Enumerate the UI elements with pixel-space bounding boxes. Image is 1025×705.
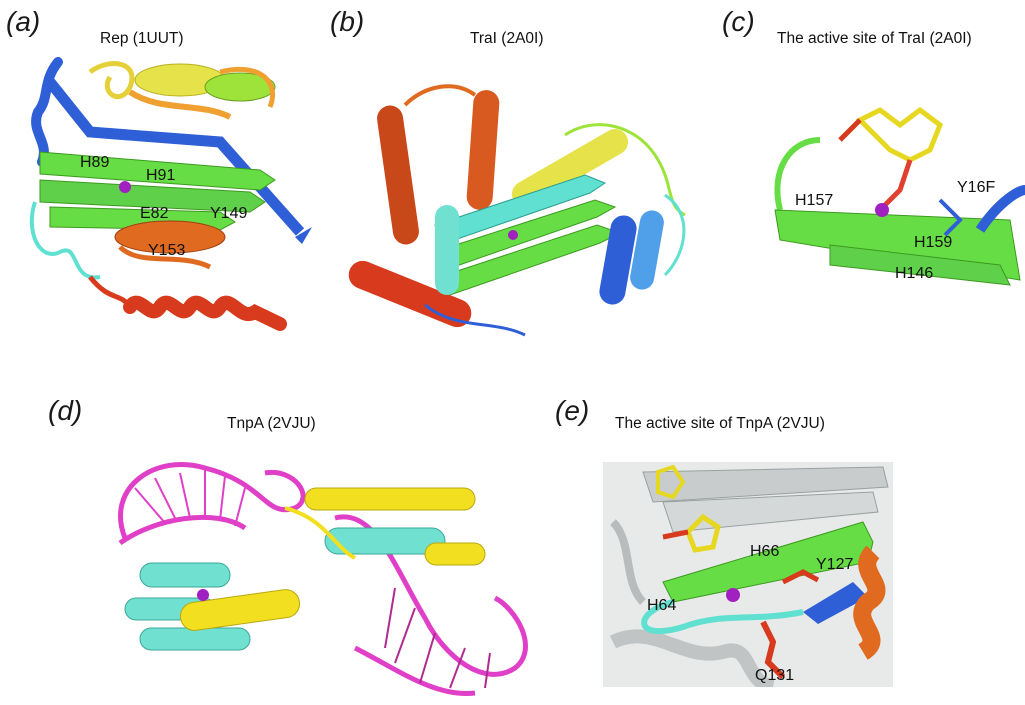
panel-b-title: TraI (2A0I) [470,30,544,47]
label-y16f: Y16F [957,179,995,196]
panel-c-structure: H157 Y16F H159 H146 [774,106,1025,286]
panel-d-title: TnpA (2VJU) [227,415,316,432]
label-h64: H64 [647,597,676,614]
label-q131: Q131 [755,667,794,684]
panel-a-title: Rep (1UUT) [100,30,184,47]
label-y127: Y127 [816,556,853,573]
label-h91: H91 [146,167,175,184]
panel-a-structure: H89 H91 E82 Y149 Y153 [29,57,312,331]
panel-e-title: The active site of TnpA (2VJU) [615,415,825,432]
label-h159: H159 [914,234,952,251]
panel-d-letter: (d) [48,395,83,426]
label-h66: H66 [750,543,779,560]
label-h146: H146 [895,265,933,282]
panel-b-structure [348,84,686,337]
panel-e-structure: H66 Y127 H64 Q131 [603,462,893,687]
label-e82: E82 [140,205,169,222]
panel-d-structure [117,462,528,697]
label-y149: Y149 [210,205,247,222]
panel-c-title: The active site of TraI (2A0I) [777,30,972,47]
panel-a-letter: (a) [6,6,41,37]
panel-c-letter: (c) [722,6,755,37]
panel-b-letter: (b) [330,6,365,37]
label-h157: H157 [795,192,833,209]
label-y153: Y153 [148,242,185,259]
panel-e-letter: (e) [555,395,590,426]
label-h89: H89 [80,154,109,171]
